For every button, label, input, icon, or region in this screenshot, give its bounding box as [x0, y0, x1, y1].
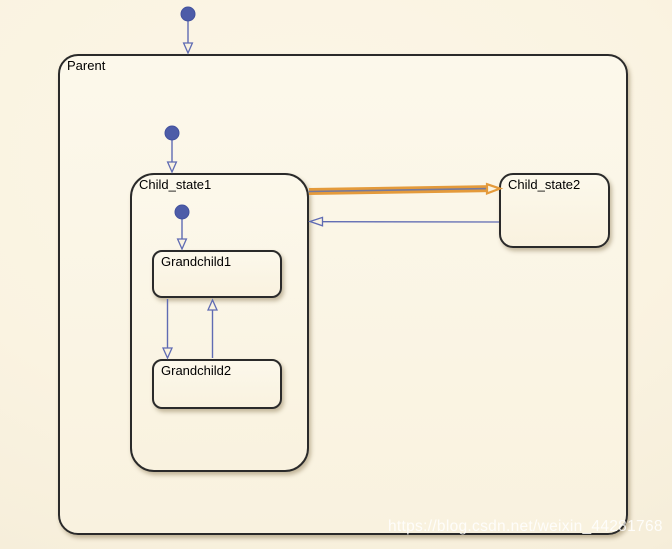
state-grandchild1-label: Grandchild1	[161, 254, 232, 269]
state-child-state1[interactable]: Child_state1	[130, 173, 309, 472]
watermark: https://blog.csdn.net/weixin_44281768	[388, 518, 663, 535]
state-grandchild1[interactable]: Grandchild1	[152, 250, 282, 298]
state-child-state1-label: Child_state1	[139, 177, 212, 192]
state-child-state2-label: Child_state2	[508, 177, 581, 192]
state-grandchild2[interactable]: Grandchild2	[152, 359, 282, 409]
state-grandchild2-label: Grandchild2	[161, 363, 232, 378]
arrowhead-icon	[182, 42, 194, 55]
state-parent-label: Parent	[67, 58, 106, 73]
default-transition-to-parent[interactable]	[180, 6, 196, 55]
default-transition-node-icon	[180, 6, 196, 22]
state-child-state2[interactable]: Child_state2	[499, 173, 610, 248]
